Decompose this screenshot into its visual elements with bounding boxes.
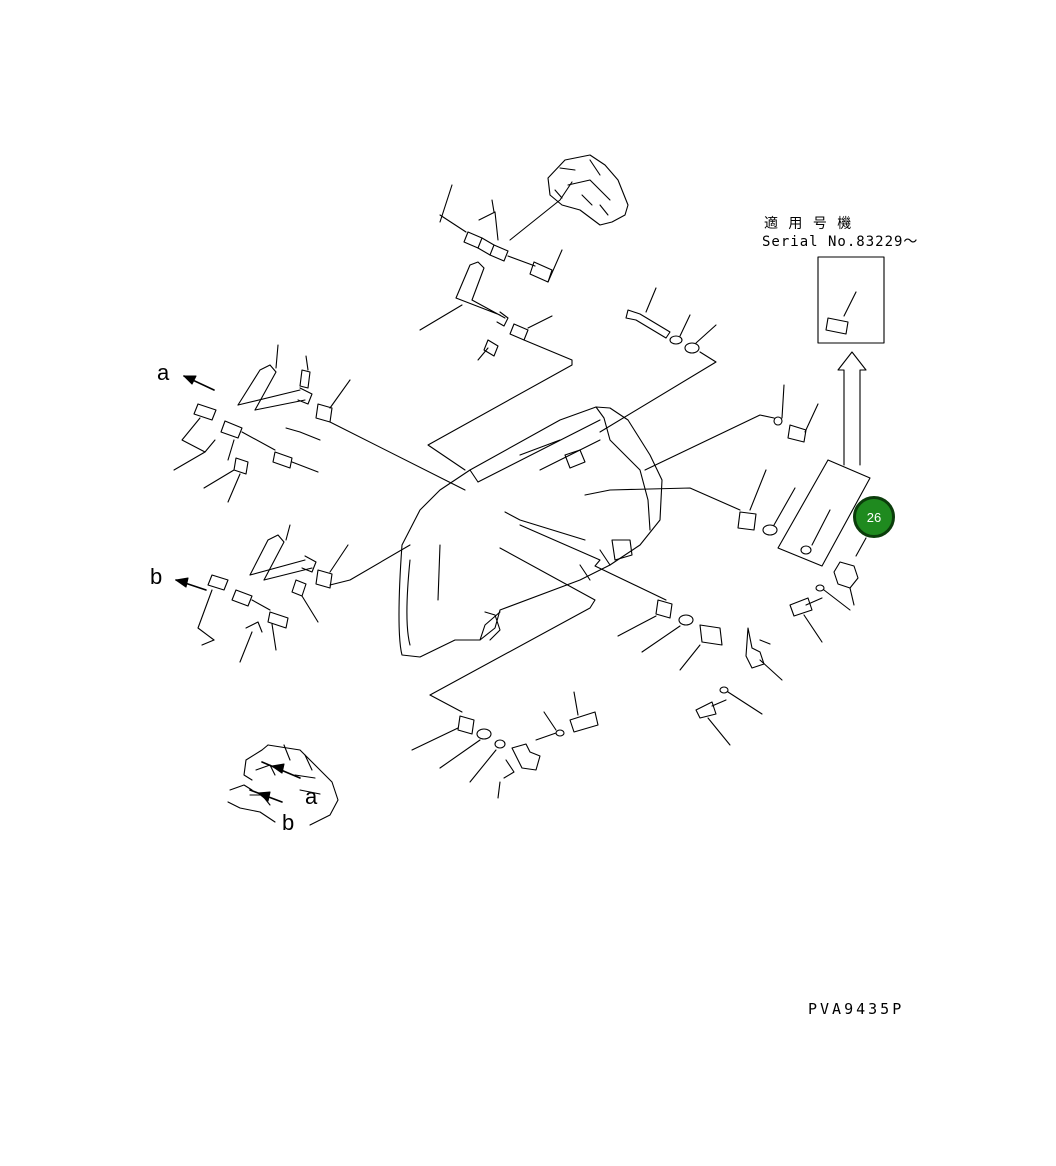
detail-view-sketch bbox=[227, 744, 339, 826]
bracket-assembly-right bbox=[777, 459, 871, 643]
main-housing bbox=[398, 406, 663, 658]
serial-number-label: Serial No.83229～ bbox=[762, 234, 919, 250]
right-shaft-parts bbox=[504, 384, 819, 541]
hotspot-number: 26 bbox=[866, 509, 882, 525]
middle-lower-linkage bbox=[519, 524, 783, 746]
detail-label-b: b bbox=[282, 810, 295, 835]
valve-assembly-top bbox=[509, 154, 629, 241]
upper-linkage bbox=[419, 184, 573, 471]
applicability-jp-label: 適 用 号 機 bbox=[764, 216, 853, 232]
upper-right-bolts bbox=[599, 287, 717, 433]
part-hotspot-26[interactable]: 26 bbox=[853, 496, 895, 538]
drawing-number: PVA9435P bbox=[808, 1000, 905, 1018]
serial-applicability-detail bbox=[817, 256, 885, 466]
detail-label-a: a bbox=[305, 784, 318, 809]
bottom-linkage bbox=[411, 547, 599, 799]
left-lever-assembly-a bbox=[173, 344, 466, 503]
left-lever-assembly-b bbox=[197, 524, 411, 663]
callout-label-a: a bbox=[157, 360, 170, 385]
callout-arrows bbox=[175, 375, 215, 591]
callout-label-b: b bbox=[150, 564, 163, 589]
